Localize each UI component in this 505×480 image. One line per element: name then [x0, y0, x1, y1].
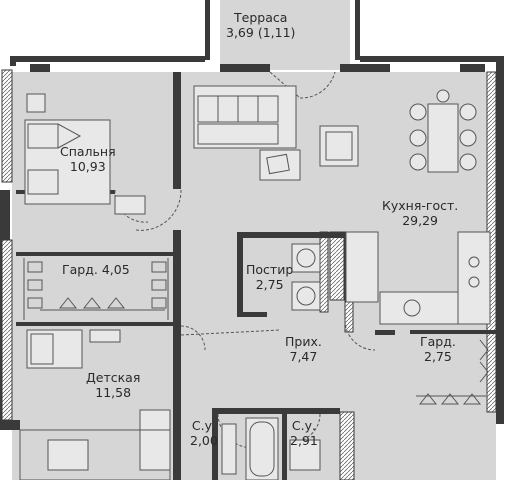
room-bathroom-2-name: С.у.	[291, 418, 316, 433]
room-hallway-label: Прих. 7,47	[285, 334, 322, 364]
room-bathroom-2-area: 2,91	[290, 433, 318, 448]
kids-room-furniture	[19, 329, 171, 480]
room-laundry-area: 2,75	[255, 277, 284, 292]
room-wardrobe-2-label: Гард. 2,75	[420, 334, 456, 364]
room-bedroom-name: Спальня	[60, 144, 116, 159]
room-wardrobe-2-area: 2,75	[424, 349, 452, 364]
room-kids-name: Детская	[86, 370, 141, 385]
room-kitchen-label: Кухня-гост. 29,29	[382, 198, 458, 228]
laundry-appliances	[291, 243, 321, 311]
room-terrace-name: Терраса	[234, 10, 288, 25]
room-laundry-name: Постир	[246, 262, 294, 277]
room-bathroom-1-name: С.у.	[191, 418, 216, 433]
room-bathroom-1-area: 2,00	[190, 433, 218, 448]
bedroom-furniture	[24, 93, 146, 215]
room-kitchen-area: 29,29	[402, 213, 438, 228]
room-bedroom-area: 10,93	[69, 159, 106, 174]
room-terrace-area: 3,69 (1,11)	[226, 25, 296, 40]
room-kitchen-name: Кухня-гост.	[382, 198, 459, 213]
room-wardrobe-1-text: Гард. 4,05	[62, 262, 130, 277]
bathroom-fixtures	[221, 417, 321, 480]
room-hallway-name: Прих.	[285, 334, 322, 349]
dining-table	[409, 89, 477, 173]
kitchen-counter	[345, 231, 491, 325]
room-bathroom-1-label: С.у. 2,00	[190, 418, 218, 448]
room-laundry-label: Постир 2,75	[246, 262, 293, 292]
room-wardrobe-1-label: Гард. 4,05	[62, 262, 130, 277]
room-bathroom-2-label: С.у. 2,91	[290, 418, 318, 448]
wardrobe-1-furniture	[23, 258, 169, 320]
room-kids-label: Детская 11,58	[86, 370, 140, 400]
room-bedroom-label: Спальня 10,93	[60, 144, 116, 174]
room-hallway-area: 7,47	[289, 349, 318, 364]
room-wardrobe-2-name: Гард.	[420, 334, 456, 349]
living-furniture	[193, 85, 359, 181]
wardrobe-2-furniture	[416, 339, 489, 405]
room-kids-area: 11,58	[95, 385, 132, 400]
room-terrace-label: Терраса 3,69 (1,11)	[226, 10, 295, 40]
